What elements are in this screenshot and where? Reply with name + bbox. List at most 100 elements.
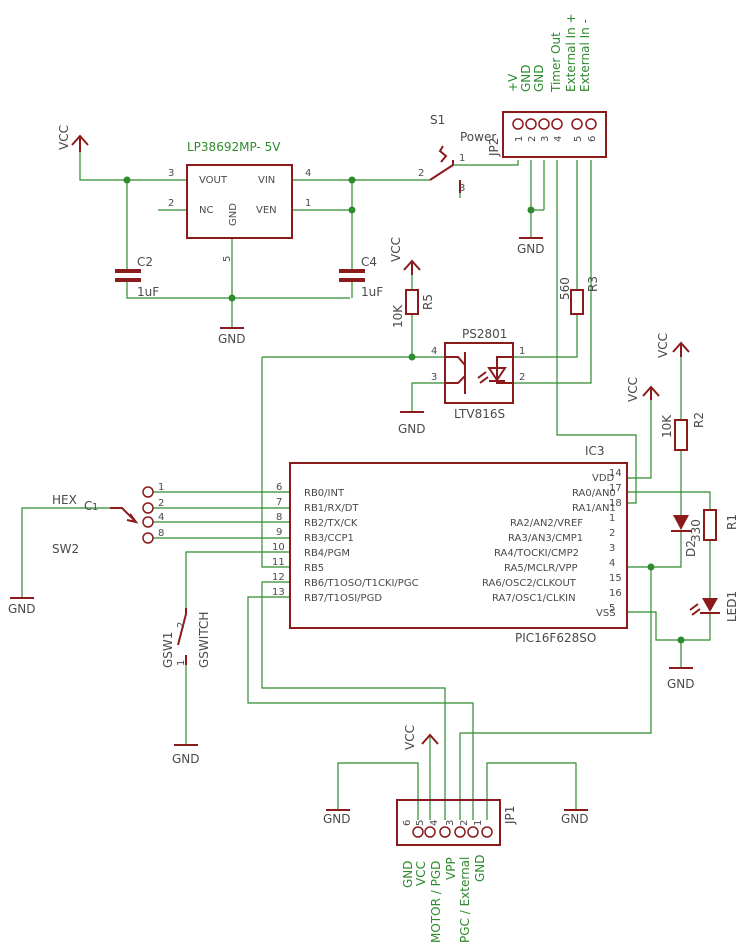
- svg-text:3: 3: [445, 820, 456, 826]
- resistor-r3: 560 R3: [558, 276, 600, 315]
- svg-text:GND: GND: [561, 812, 589, 826]
- svg-text:VDD: VDD: [592, 473, 615, 484]
- vcc-symbol-r5: VCC: [389, 237, 421, 275]
- wires: [21, 152, 711, 820]
- svg-text:3: 3: [459, 183, 465, 194]
- svg-text:5: 5: [573, 136, 584, 142]
- resistor-r5: 10K R5: [391, 289, 435, 328]
- svg-text:16: 16: [609, 588, 622, 599]
- svg-text:15: 15: [609, 573, 622, 584]
- svg-text:RB2/TX/CK: RB2/TX/CK: [304, 518, 358, 529]
- power-switch-s1: S1 Power 2 1 3: [418, 113, 496, 194]
- svg-text:6: 6: [402, 820, 413, 826]
- gnd-symbol-regulator: GND: [218, 327, 246, 346]
- connector-jp1: 6 5 4 3 2 1 JP1 GND VCC MOTOR / PGD VPP …: [396, 799, 517, 943]
- svg-text:VCC: VCC: [403, 725, 417, 750]
- svg-text:2: 2: [609, 528, 615, 539]
- svg-text:17: 17: [609, 483, 622, 494]
- vcc-symbol-r2: VCC: [656, 333, 690, 358]
- svg-text:6: 6: [276, 482, 282, 493]
- svg-text:4: 4: [429, 820, 440, 826]
- regulator-lp38692: LP38692MP- 5V VOUT VIN NC VEN GND 3 2 4 …: [168, 140, 311, 262]
- svg-text:13: 13: [272, 587, 285, 598]
- svg-text:R3: R3: [586, 276, 600, 292]
- svg-text:VEN: VEN: [256, 205, 277, 216]
- svg-text:GND: GND: [667, 677, 695, 691]
- svg-text:8: 8: [158, 528, 164, 539]
- svg-text:RB0/INT: RB0/INT: [304, 488, 345, 499]
- svg-text:1: 1: [609, 513, 615, 524]
- ic3-value: PIC16F628SO: [515, 631, 596, 645]
- svg-text:2: 2: [527, 136, 538, 142]
- svg-text:LED1: LED1: [725, 591, 739, 622]
- svg-text:VIN: VIN: [258, 175, 275, 186]
- svg-text:9: 9: [276, 527, 282, 538]
- svg-text:VCC: VCC: [57, 125, 71, 150]
- svg-text:2: 2: [176, 622, 187, 628]
- svg-text:External In +: External In +: [564, 13, 578, 92]
- capacitor-c2: C2 1uF: [115, 255, 159, 299]
- ic3-name: IC3: [585, 444, 605, 458]
- svg-text:RB5: RB5: [304, 563, 324, 574]
- svg-text:C: C: [84, 499, 92, 513]
- svg-text:14: 14: [609, 468, 622, 479]
- svg-text:1: 1: [176, 660, 187, 666]
- svg-text:GND: GND: [398, 422, 426, 436]
- svg-text:4: 4: [158, 512, 164, 523]
- vcc-symbol-regulator: VCC: [57, 125, 89, 152]
- led-led1: LED1: [689, 591, 739, 622]
- gnd-symbol-jp1-left: GND: [323, 809, 351, 826]
- svg-text:4: 4: [305, 168, 311, 179]
- svg-text:PGC / External: PGC / External: [458, 857, 472, 943]
- svg-text:R5: R5: [421, 294, 435, 310]
- svg-text:C2: C2: [137, 255, 153, 269]
- svg-text:RB1/RX/DT: RB1/RX/DT: [304, 503, 359, 514]
- svg-text:2: 2: [418, 168, 424, 179]
- svg-text:GND: GND: [172, 752, 200, 766]
- svg-text:3: 3: [609, 543, 615, 554]
- svg-text:5: 5: [415, 820, 426, 826]
- svg-text:3: 3: [540, 136, 551, 142]
- svg-text:VPP: VPP: [444, 857, 458, 880]
- svg-text:5: 5: [609, 603, 615, 614]
- svg-text:NC: NC: [199, 205, 213, 216]
- svg-text:GND: GND: [517, 242, 545, 256]
- svg-text:+V: +V: [506, 73, 520, 92]
- svg-text:2: 2: [158, 498, 164, 509]
- svg-text:C4: C4: [361, 255, 377, 269]
- svg-text:4: 4: [609, 558, 615, 569]
- svg-text:VCC: VCC: [626, 377, 640, 402]
- gnd-symbol-jp1-right: GND: [561, 809, 589, 826]
- svg-text:10K: 10K: [660, 414, 674, 438]
- svg-text:560: 560: [558, 277, 572, 300]
- svg-text:RA1/AN1: RA1/AN1: [572, 503, 616, 514]
- gnd-symbol-gswitch: GND: [172, 744, 200, 766]
- svg-text:GSWITCH: GSWITCH: [197, 612, 211, 668]
- svg-text:RA7/OSC1/CLKIN: RA7/OSC1/CLKIN: [492, 593, 576, 604]
- svg-text:1: 1: [514, 136, 525, 142]
- gnd-symbol-opto: GND: [398, 411, 426, 436]
- svg-text:GND: GND: [401, 860, 415, 888]
- svg-text:RB4/PGM: RB4/PGM: [304, 548, 350, 559]
- svg-text:18: 18: [609, 498, 622, 509]
- svg-text:4: 4: [553, 136, 564, 142]
- svg-text:1: 1: [459, 153, 465, 164]
- svg-text:GND: GND: [519, 64, 533, 92]
- svg-text:1: 1: [473, 820, 484, 826]
- svg-text:R2: R2: [692, 412, 706, 428]
- svg-text:VCC: VCC: [414, 861, 428, 886]
- vcc-symbol-vdd: VCC: [626, 377, 660, 402]
- svg-text:10: 10: [272, 542, 285, 553]
- svg-text:10K: 10K: [391, 304, 405, 328]
- opto-value: LTV816S: [454, 407, 505, 421]
- hex-switch-sw2: HEX C 1 SW2 1 2 4 8: [52, 482, 164, 556]
- regulator-name: LP38692MP- 5V: [187, 140, 281, 154]
- optocoupler-ps2801: PS2801 LTV816S 1 2 3 4: [431, 327, 525, 421]
- svg-text:GND: GND: [532, 64, 546, 92]
- svg-text:1: 1: [158, 482, 164, 493]
- svg-text:GSW1: GSW1: [161, 632, 175, 668]
- svg-text:RA5/MCLR/VPP: RA5/MCLR/VPP: [504, 563, 578, 574]
- svg-text:External In -: External In -: [578, 19, 592, 92]
- svg-text:S1: S1: [430, 113, 445, 127]
- gnd-symbol-hex: GND: [8, 597, 36, 616]
